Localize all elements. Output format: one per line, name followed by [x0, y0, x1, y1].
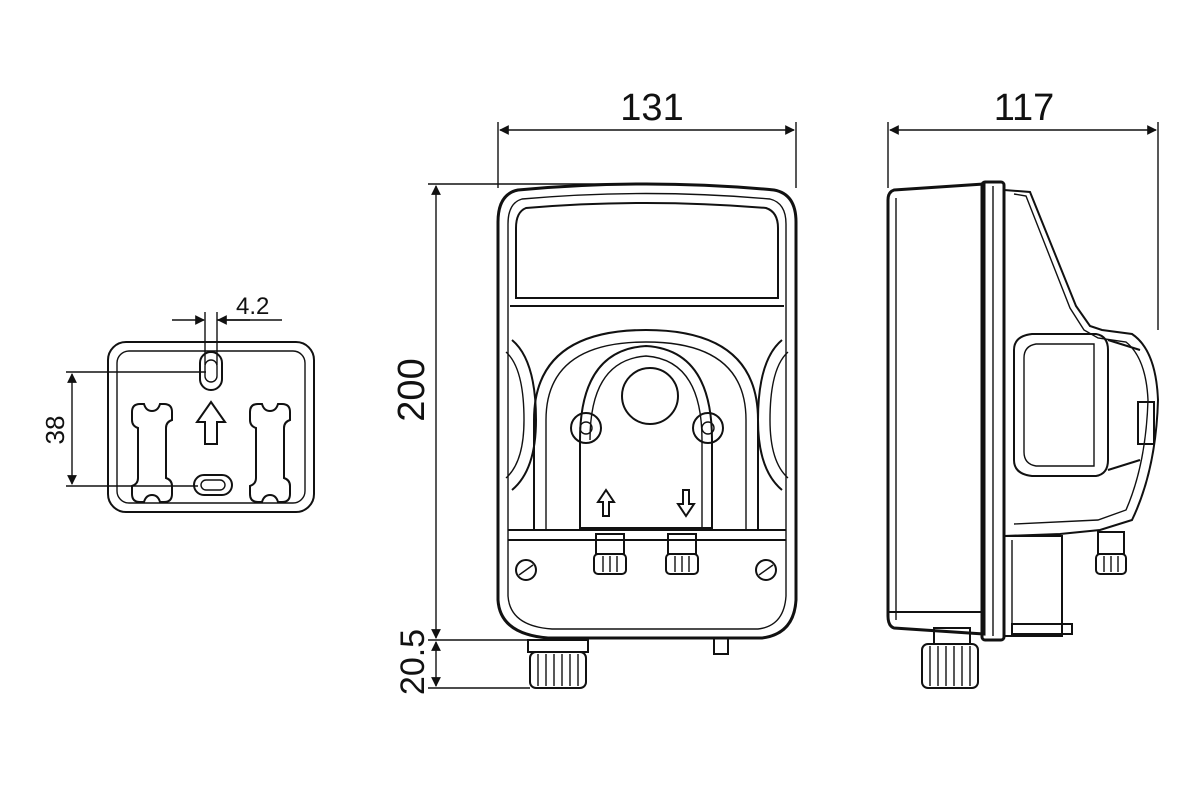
lower-screw-right — [755, 559, 777, 581]
right-bracket-cutout — [249, 403, 291, 503]
side-housing-back — [886, 182, 986, 636]
flow-arrow-up-icon — [596, 488, 616, 517]
pump-head-surround — [533, 328, 759, 530]
bracket-plate-outer — [107, 341, 315, 513]
side-front-profile — [1003, 189, 1160, 537]
front-left-grip-inner — [505, 351, 525, 479]
side-head-bottom-edge — [1107, 459, 1141, 471]
side-fitting-nut — [1097, 531, 1125, 555]
pump-front-view: 131 200 20.5 — [391, 87, 798, 695]
front-cable-gland — [527, 639, 589, 689]
cover-screw-right — [692, 412, 724, 444]
rotor-center-hub — [621, 367, 679, 425]
mounting-bracket-view: 38 4.2 — [40, 293, 315, 513]
front-right-grip-inner — [769, 351, 789, 479]
inlet-fitting-nut — [595, 533, 625, 555]
side-cable-gland — [921, 627, 979, 689]
inlet-fitting-body — [593, 553, 627, 575]
side-lower-block-base — [1011, 623, 1073, 635]
side-fitting-body — [1095, 553, 1127, 575]
front-housing-outer — [496, 182, 798, 640]
front-display-window — [515, 202, 779, 299]
bottom-mounting-slot — [193, 474, 233, 496]
dim-4-2-label: 4.2 — [236, 293, 269, 320]
side-pump-head — [1013, 333, 1109, 477]
front-cable-gland-nut — [529, 651, 587, 689]
side-knob — [1137, 401, 1155, 445]
cover-screw-left-center — [579, 421, 593, 435]
dim-38-label: 38 — [40, 416, 70, 445]
pump-side-view: 117 — [886, 87, 1160, 689]
side-tube-fitting — [1095, 531, 1127, 575]
front-housing-inner — [507, 192, 787, 630]
dim-200-label: 200 — [391, 358, 433, 421]
outlet-fitting — [665, 533, 699, 575]
front-left-grip — [511, 339, 538, 491]
side-lower-block — [1003, 535, 1063, 637]
top-mounting-slot-inner — [204, 359, 218, 383]
dim-20-5-label: 20.5 — [394, 629, 432, 695]
pump-rotor-cover-inner — [589, 355, 703, 528]
side-head-top-edge — [1107, 339, 1141, 351]
orientation-up-arrow — [195, 400, 227, 445]
cover-screw-right-center — [701, 421, 715, 435]
outlet-fitting-body — [665, 553, 699, 575]
side-front-frame — [980, 180, 1006, 642]
dim-131-label: 131 — [620, 87, 683, 129]
dim-117-label: 117 — [994, 87, 1055, 129]
side-pump-head-inner — [1023, 343, 1095, 467]
front-cable-gland-base — [527, 639, 589, 653]
lower-screw-right-slot — [758, 564, 774, 576]
lower-screw-left-slot — [518, 564, 534, 576]
pump-head-surround-inner — [545, 341, 747, 530]
top-mounting-slot — [199, 351, 223, 391]
outlet-fitting-nut — [667, 533, 697, 555]
flow-arrow-down-icon — [676, 489, 696, 518]
lower-screw-left — [515, 559, 537, 581]
cover-screw-left — [570, 412, 602, 444]
side-front-profile-inner — [1013, 193, 1149, 525]
left-bracket-cutout — [131, 403, 173, 503]
side-gland-nut — [921, 643, 979, 689]
front-right-grip — [756, 339, 783, 491]
front-small-connector — [713, 637, 729, 655]
bottom-mounting-slot-inner — [200, 479, 226, 491]
inlet-fitting — [593, 533, 627, 575]
